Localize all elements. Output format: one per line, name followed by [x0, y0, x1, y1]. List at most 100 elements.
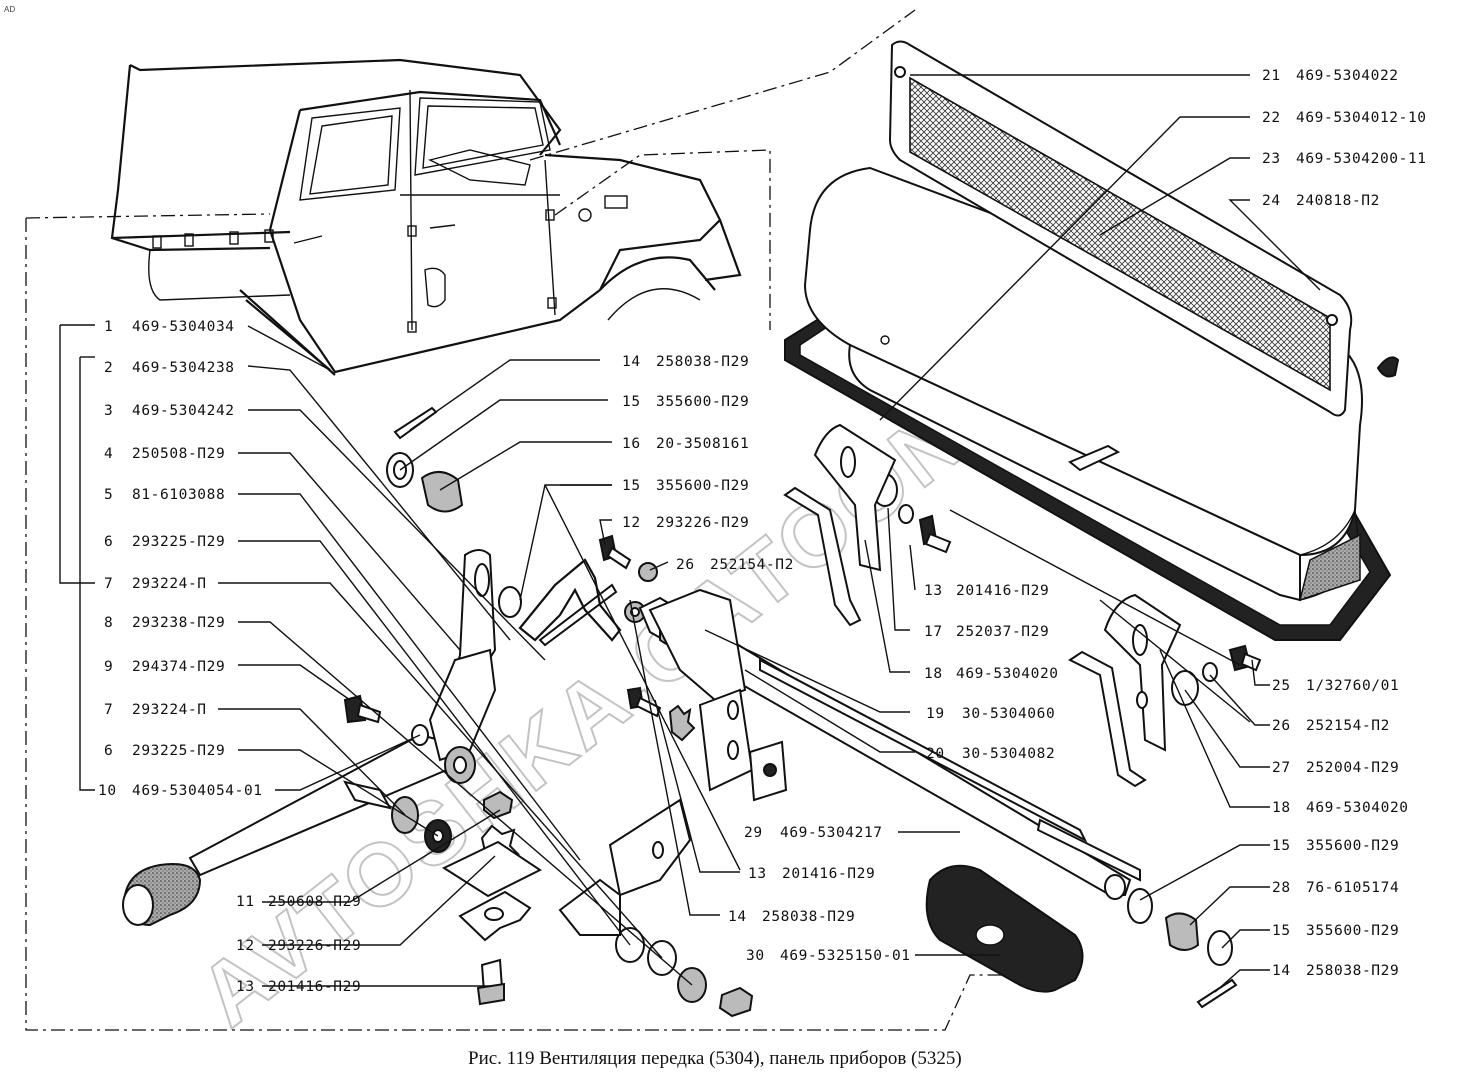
- callout-number: 15: [622, 478, 641, 494]
- callout-number: 23: [1262, 151, 1281, 167]
- mounting-brackets: [813, 423, 1182, 752]
- callout-number: 1: [104, 319, 113, 335]
- left-callouts: 1 469-5304034 2 469-5304238 3 469-530424…: [98, 319, 263, 799]
- callout-part: 250508-П29: [132, 446, 225, 462]
- center-callouts: 14 258038-П29 15 355600-П29 16 20-350816…: [236, 354, 1059, 995]
- instrument-panel-cover: [925, 864, 1084, 993]
- callout-part: 293225-П29: [132, 534, 225, 550]
- callout-number: 5: [104, 487, 113, 503]
- callout-part: 469-5304034: [132, 319, 235, 335]
- callout-number: 6: [104, 743, 113, 759]
- right-callouts: 21 469-5304022 22 469-5304012-10 23 469-…: [1262, 68, 1427, 979]
- callout-number: 13: [748, 866, 767, 882]
- callout-part: 469-5304238: [132, 360, 235, 376]
- ventilation-housing: [784, 166, 1392, 641]
- callout-part: 252004-П29: [1306, 760, 1399, 776]
- callout-part: 293226-П29: [268, 938, 361, 954]
- callout-part: 293224-П: [132, 576, 207, 592]
- callout-number: 12: [622, 515, 641, 531]
- callout-part: 469-5304022: [1296, 68, 1399, 84]
- callout-part: 355600-П29: [1306, 838, 1399, 854]
- callout-number: 9: [104, 659, 113, 675]
- callout-number: 27: [1272, 760, 1291, 776]
- callout-number: 21: [1262, 68, 1281, 84]
- callout-number: 17: [924, 624, 943, 640]
- assembly-boundary: [25, 9, 1012, 1031]
- callout-part: 293224-П: [132, 702, 207, 718]
- callout-number: 14: [622, 354, 641, 370]
- callout-number: 26: [676, 557, 695, 573]
- callout-part: 1/32760/01: [1306, 678, 1399, 694]
- callout-number: 4: [104, 446, 113, 462]
- callout-number: 30: [746, 948, 765, 964]
- callout-part: 293225-П29: [132, 743, 225, 759]
- callout-number: 26: [1272, 718, 1291, 734]
- front-grille: [888, 40, 1400, 417]
- callout-part: 20-3508161: [656, 436, 749, 452]
- callout-number: 25: [1272, 678, 1291, 694]
- callout-part: 293226-П29: [656, 515, 749, 531]
- callout-part: 469-5325150-01: [780, 948, 911, 964]
- callout-number: 29: [744, 825, 763, 841]
- callout-part: 258038-П29: [656, 354, 749, 370]
- callout-number: 28: [1272, 880, 1291, 896]
- callout-number: 13: [924, 583, 943, 599]
- callout-number: 2: [104, 360, 113, 376]
- callout-number: 15: [622, 394, 641, 410]
- callout-part: 293238-П29: [132, 615, 225, 631]
- callout-number: 6: [104, 534, 113, 550]
- callout-part: 240818-П2: [1296, 193, 1380, 209]
- callout-part: 469-5304217: [780, 825, 883, 841]
- callout-number: 10: [98, 783, 117, 799]
- callout-part: 252154-П2: [710, 557, 794, 573]
- callout-number: 18: [924, 666, 943, 682]
- callout-part: 469-5304012-10: [1296, 110, 1427, 126]
- spring-link: [518, 558, 622, 642]
- callout-part: 252037-П29: [956, 624, 1049, 640]
- callout-part: 81-6103088: [132, 487, 225, 503]
- callout-number: 15: [1272, 838, 1291, 854]
- callout-number: 18: [1272, 800, 1291, 816]
- callout-number: 14: [728, 909, 747, 925]
- callout-part: 469-5304242: [132, 403, 235, 419]
- callout-part: 201416-П29: [956, 583, 1049, 599]
- callout-part: 355600-П29: [656, 478, 749, 494]
- callout-part: 294374-П29: [132, 659, 225, 675]
- callout-number: 3: [104, 403, 113, 419]
- callout-part: 201416-П29: [268, 979, 361, 995]
- callout-number: 11: [236, 894, 255, 910]
- callout-number: 22: [1262, 110, 1281, 126]
- callout-part: 258038-П29: [1306, 963, 1399, 979]
- callout-part: 469-5304200-11: [1296, 151, 1427, 167]
- callout-part: 258038-П29: [762, 909, 855, 925]
- callout-part: 469-5304054-01: [132, 783, 263, 799]
- leader-lines: [59, 74, 1321, 993]
- callout-part: 30-5304060: [962, 706, 1055, 722]
- callout-number: 7: [104, 576, 113, 592]
- vehicle-illustration: [110, 58, 742, 376]
- callout-part: 252154-П2: [1306, 718, 1390, 734]
- callout-part: 30-5304082: [962, 746, 1055, 762]
- callout-number: 24: [1262, 193, 1281, 209]
- callout-number: 16: [622, 436, 641, 452]
- callout-number: 13: [236, 979, 255, 995]
- callout-number: 8: [104, 615, 113, 631]
- callout-part: 250608-П29: [268, 894, 361, 910]
- callout-number: 15: [1272, 923, 1291, 939]
- control-lever: [122, 549, 497, 927]
- figure-caption: Рис. 119 Вентиляция передка (5304), пане…: [468, 1048, 962, 1069]
- callout-number: 14: [1272, 963, 1291, 979]
- callout-part: 76-6105174: [1306, 880, 1399, 896]
- callout-number: 20: [926, 746, 945, 762]
- callout-number: 7: [104, 702, 113, 718]
- callout-part: 469-5304020: [956, 666, 1059, 682]
- callout-part: 201416-П29: [782, 866, 875, 882]
- callout-part: 469-5304020: [1306, 800, 1409, 816]
- corner-mark: AD: [4, 5, 15, 14]
- damper-rods: [558, 486, 1147, 936]
- callout-part: 355600-П29: [1306, 923, 1399, 939]
- callout-number: 19: [926, 706, 945, 722]
- callout-number: 12: [236, 938, 255, 954]
